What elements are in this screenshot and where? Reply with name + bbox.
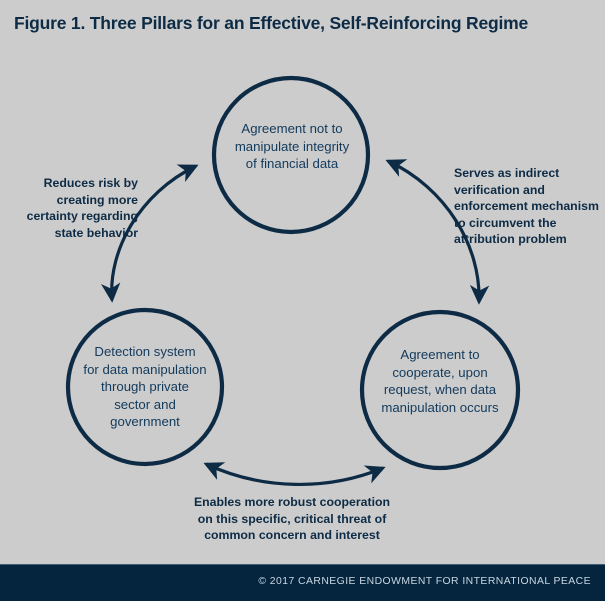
node-circle-left — [65, 307, 225, 467]
copyright-text: © 2017 CARNEGIE ENDOWMENT FOR INTERNATIO… — [258, 576, 591, 587]
arrow-right-bidirectional — [385, 159, 490, 305]
node-label-agreement-not-to-manipulate: Agreement not to manipulate integrity of… — [234, 121, 350, 171]
edge-label-indirect-verification: Serves as indirect verification and enfo… — [454, 166, 599, 246]
node-circle-top — [211, 75, 371, 235]
edge-label-robust-cooperation: Enables more robust cooperation on this … — [193, 495, 391, 542]
footer-bar: © 2017 CARNEGIE ENDOWMENT FOR INTERNATIO… — [0, 564, 605, 601]
edge-label-reduces-risk: Reduces risk by creating more certainty … — [26, 176, 138, 240]
node-circle-right — [359, 309, 521, 471]
arrow-bottom-bidirectional — [203, 462, 386, 486]
arrow-left-bidirectional — [100, 164, 199, 303]
figure-title: Figure 1. Three Pillars for an Effective… — [14, 13, 529, 33]
node-label-agreement-to-cooperate: Agreement to cooperate, upon request, wh… — [381, 347, 499, 415]
node-label-detection-system: Detection system for data manipulation t… — [83, 344, 207, 429]
